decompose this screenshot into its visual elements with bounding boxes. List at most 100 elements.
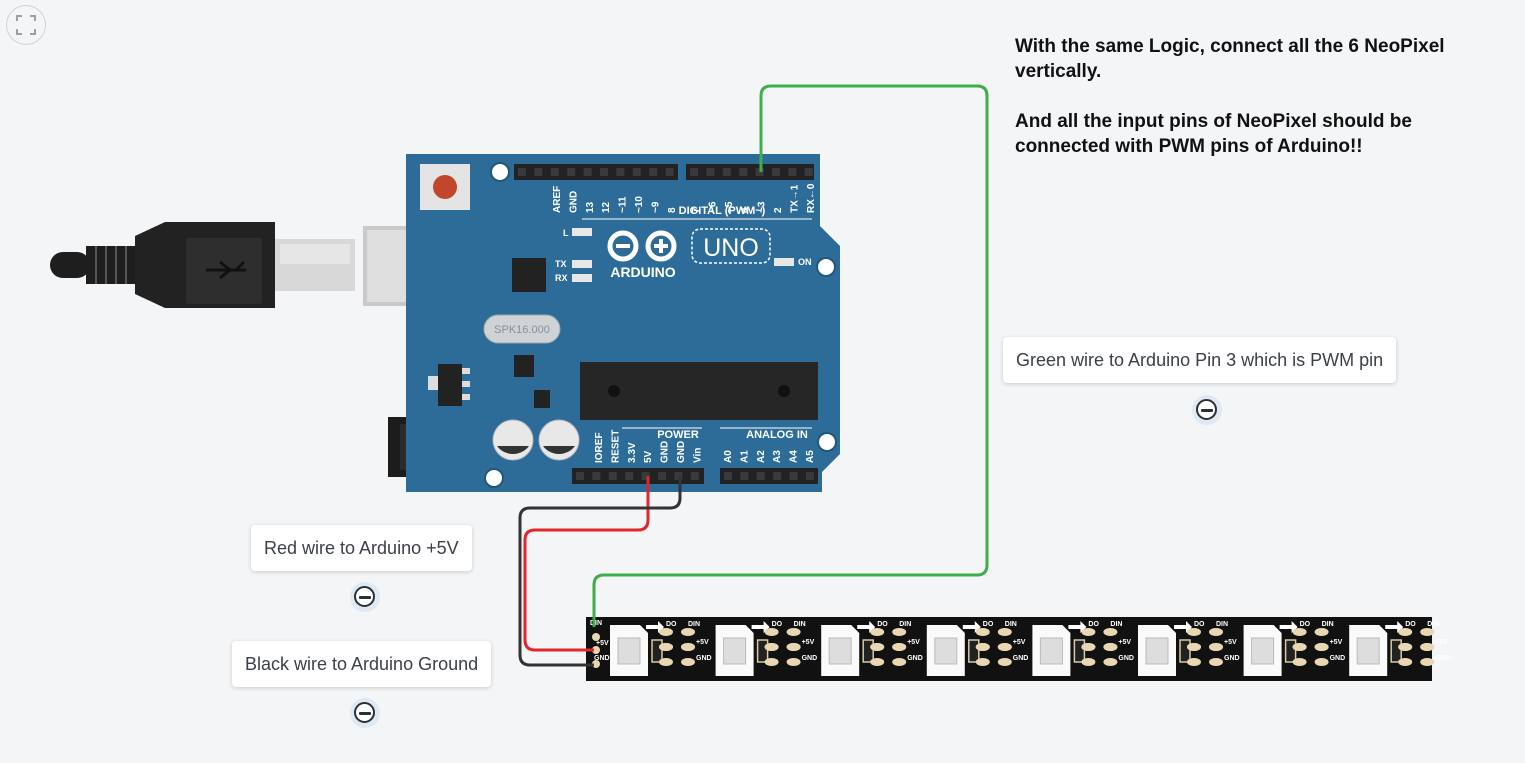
header-pin[interactable] (724, 472, 732, 480)
header-pin[interactable] (625, 472, 634, 480)
black-note-collapse-button[interactable] (350, 698, 380, 728)
header-pin[interactable] (706, 168, 715, 176)
header-pin[interactable] (658, 472, 666, 480)
solder-pad (1420, 658, 1435, 666)
analog-pin-label: A1 (739, 450, 750, 463)
header-pin[interactable] (740, 472, 749, 480)
red-wire-note[interactable]: Red wire to Arduino +5V (251, 525, 472, 571)
header-pin[interactable] (632, 168, 641, 176)
solder-pad (892, 643, 907, 651)
header-pin[interactable] (576, 472, 584, 480)
header-pin[interactable] (641, 472, 650, 480)
header-pin[interactable] (756, 472, 765, 480)
header-pin[interactable] (592, 472, 601, 480)
solder-pad (1081, 643, 1096, 651)
neopixel-cap (862, 639, 874, 663)
led-tx (572, 260, 592, 268)
header-pin[interactable] (788, 168, 797, 176)
instruction-line-2: And all the input pins of NeoPixel shoul… (1015, 111, 1412, 157)
header-pin[interactable] (789, 472, 798, 480)
input-pad (592, 646, 600, 654)
solder-pad (870, 658, 885, 666)
power-pin-label: 3.3V (627, 442, 638, 463)
neopixel-cap (1390, 639, 1402, 663)
solder-pad (1398, 643, 1413, 651)
solder-pad (1314, 658, 1329, 666)
power-pin-label: GND (660, 441, 671, 463)
solder-pad (870, 643, 885, 651)
green-wire-note[interactable]: Green wire to Arduino Pin 3 which is PWM… (1003, 337, 1397, 383)
header-pin[interactable] (674, 472, 683, 480)
expand-button[interactable] (6, 5, 46, 45)
solder-pad (1187, 628, 1201, 636)
strip-gnd-label: GND (907, 655, 923, 662)
solder-pad (1292, 628, 1307, 636)
strip-do-label: DO (772, 621, 783, 628)
direction-arrow-icon (751, 621, 770, 633)
digital-pin-label: 4 (740, 207, 751, 213)
led-l-label: L (563, 228, 569, 238)
header-pin[interactable] (583, 168, 592, 176)
digital-label: DIGITAL (PWM~) (679, 205, 766, 217)
header-pin[interactable] (534, 168, 543, 176)
expand-corners-icon (16, 15, 36, 35)
solder-pad (1187, 658, 1201, 666)
black-wire-note[interactable]: Black wire to Arduino Ground (232, 641, 492, 687)
neopixel-die (934, 637, 958, 665)
header-pin[interactable] (773, 472, 782, 480)
solder-pad (997, 628, 1012, 636)
neopixel-cap (756, 639, 769, 663)
strip-5v-label: +5V (1118, 639, 1131, 646)
strip-do-label: DO (983, 621, 994, 628)
header-pin[interactable] (806, 472, 814, 480)
digital-pin-label: GND (568, 191, 579, 213)
strip-gnd-label: GND (1435, 655, 1451, 662)
analog-pin-label: A3 (772, 450, 783, 463)
solder-pad (1081, 628, 1096, 636)
solder-pad (659, 643, 673, 651)
direction-arrow-icon (646, 621, 664, 633)
header-pin[interactable] (690, 472, 699, 480)
analog-pin-label: A0 (723, 450, 734, 463)
solder-pad (1081, 658, 1096, 666)
solder-pad (681, 628, 695, 636)
header-pin[interactable] (739, 168, 748, 176)
header-pin[interactable] (567, 168, 576, 176)
header-pin[interactable] (690, 168, 698, 176)
header-pin[interactable] (608, 472, 617, 480)
digital-pin-label: AREF (552, 186, 563, 213)
neopixel-cap (1179, 639, 1191, 663)
strip-5v-label: +5V (907, 639, 920, 646)
header-pin[interactable] (600, 168, 608, 176)
mount-hole (816, 257, 836, 277)
header-pin[interactable] (649, 168, 658, 176)
instruction-line-1: With the same Logic, connect all the 6 N… (1015, 36, 1445, 82)
header-pin[interactable] (772, 168, 780, 176)
solder-pad (1420, 628, 1435, 636)
header-pin[interactable] (722, 168, 731, 176)
chip-notch (608, 385, 620, 397)
header-pin[interactable] (550, 168, 559, 176)
solder-pad (1420, 643, 1435, 651)
header-pin[interactable] (616, 168, 625, 176)
arduino-logo-icon (607, 230, 677, 262)
header-pin[interactable] (665, 168, 674, 176)
led-on-label: ON (798, 257, 812, 267)
solder-pad (975, 628, 990, 636)
header-pin[interactable] (518, 168, 526, 176)
red-note-collapse-button[interactable] (350, 582, 380, 612)
strip-5v-label: +5V (696, 639, 709, 646)
strip-gnd-label: GND (802, 655, 818, 662)
header-pin[interactable] (804, 168, 813, 176)
neopixel-die (617, 637, 641, 665)
solder-pad (1103, 628, 1118, 636)
black-wire (518, 476, 682, 667)
solder-pad (681, 643, 695, 651)
direction-arrow-icon (1174, 621, 1192, 633)
neopixel-die (828, 637, 852, 665)
neopixel-cap (1073, 639, 1086, 663)
green-note-collapse-button[interactable] (1192, 395, 1222, 425)
solder-pad (659, 628, 673, 636)
reset-button (420, 164, 470, 210)
